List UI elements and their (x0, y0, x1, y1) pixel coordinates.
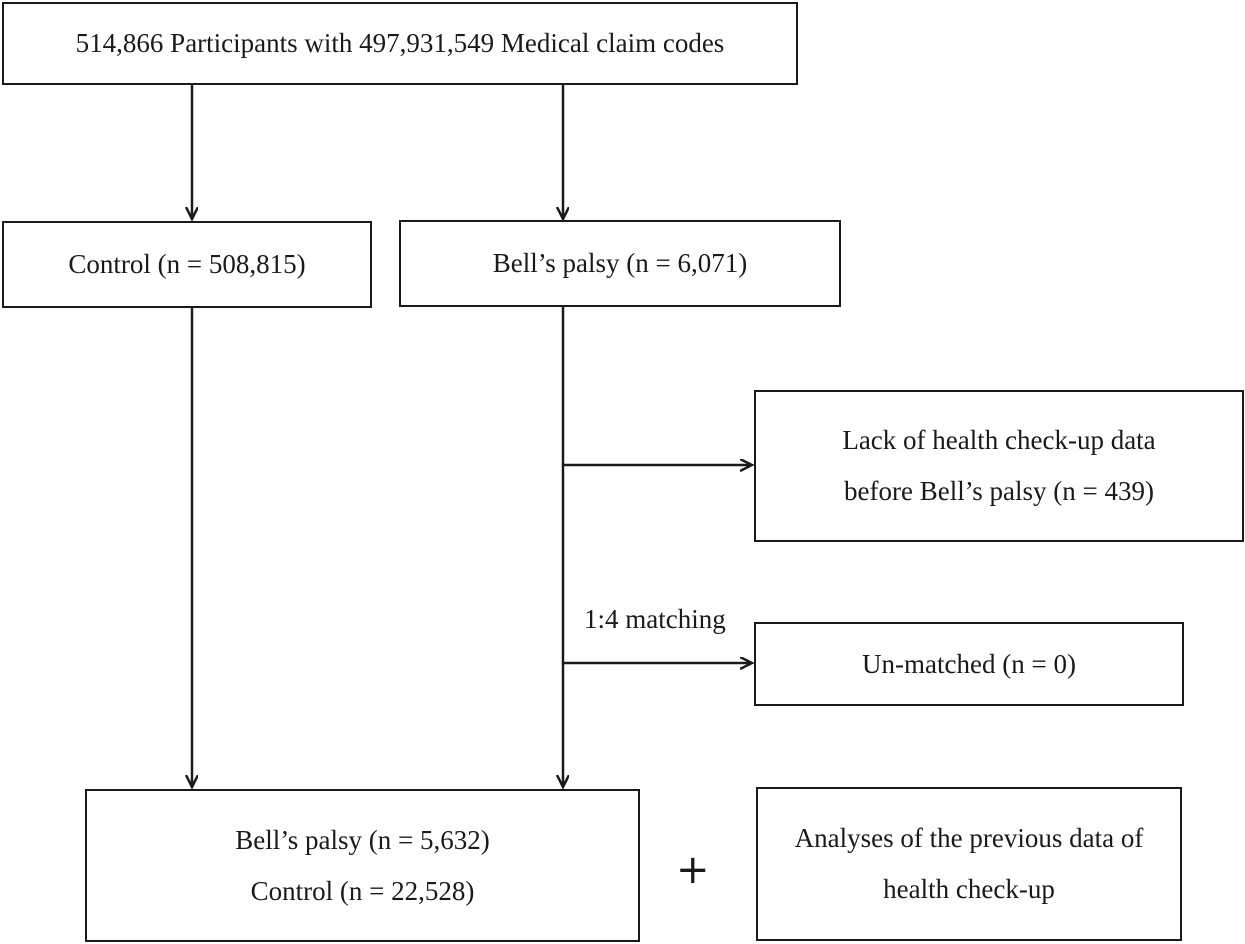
lack-of-data-box: Lack of health check-up data before Bell… (754, 390, 1244, 542)
final-bells-palsy-text: Bell’s palsy (n = 5,632) (235, 824, 490, 855)
bells-palsy-box: Bell’s palsy (n = 6,071) (399, 220, 841, 307)
bells-palsy-text: Bell’s palsy (n = 6,071) (492, 248, 748, 278)
final-control-text: Control (n = 22,528) (250, 875, 475, 906)
lack-of-data-line-1: Lack of health check-up data (842, 425, 1156, 455)
analyses-line-1: Analyses of the previous data of (794, 823, 1144, 853)
unmatched-text: Un-matched (n = 0) (862, 648, 1076, 679)
matching-label: 1:4 matching (584, 604, 726, 634)
unmatched-box: Un-matched (n = 0) (754, 622, 1184, 706)
plus-sign: + (676, 847, 710, 893)
source-box: 514,866 Participants with 497,931,549 Me… (2, 2, 798, 85)
control-box: Control (n = 508,815) (2, 221, 372, 308)
control-text: Control (n = 508,815) (68, 249, 306, 279)
source-text: 514,866 Participants with 497,931,549 Me… (75, 28, 725, 58)
lack-of-data-line-2: before Bell’s palsy (n = 439) (844, 476, 1154, 506)
final-cohort-box: Bell’s palsy (n = 5,632) Control (n = 22… (85, 789, 640, 942)
analyses-line-2: health check-up (883, 874, 1055, 904)
analyses-box: Analyses of the previous data of health … (756, 787, 1182, 941)
